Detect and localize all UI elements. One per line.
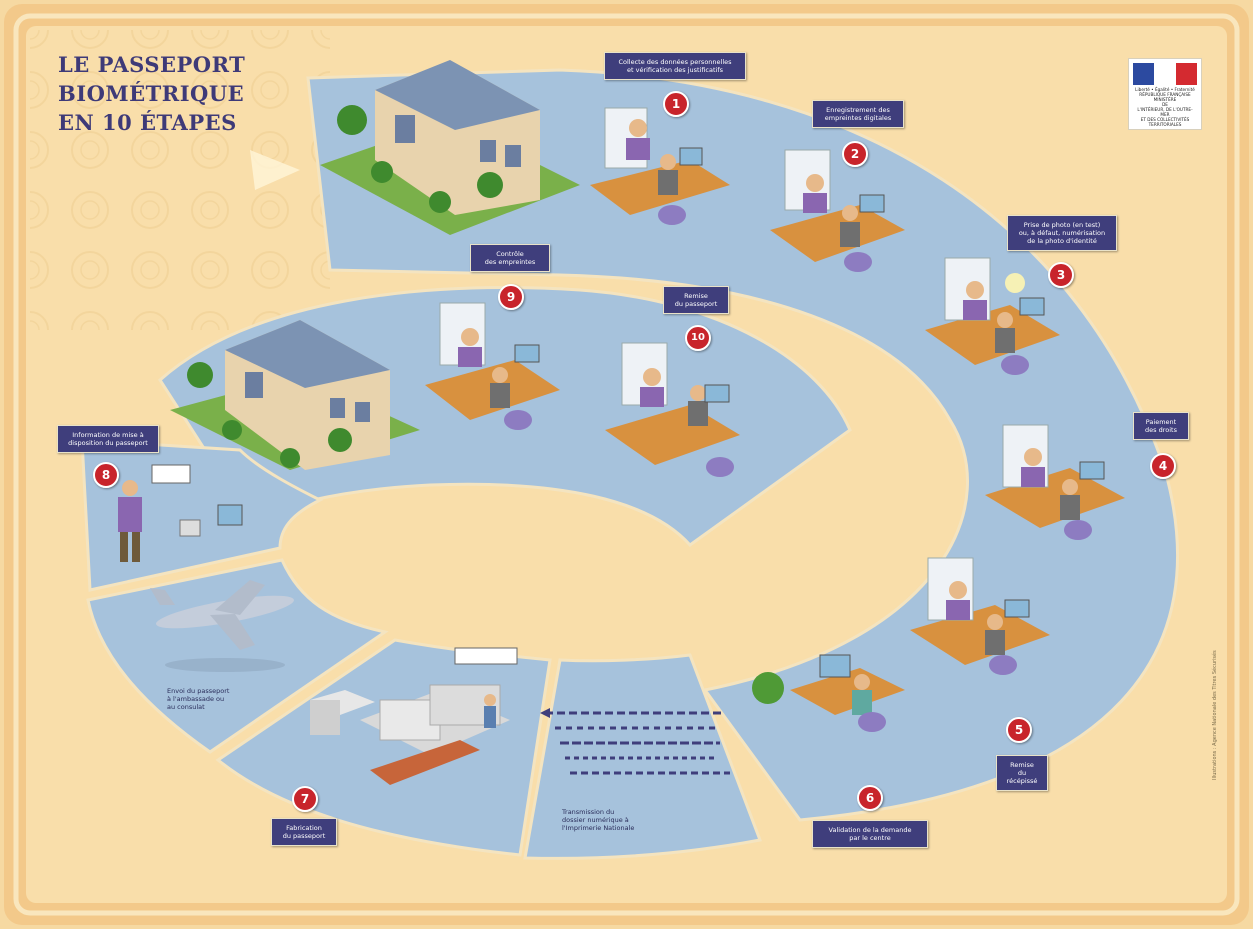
frame-border [13,13,1240,916]
segment-step-8 [80,438,324,592]
city-hall-illustration-top [320,60,580,235]
step-10-label: Remise du passeport [663,286,729,314]
step-8-badge: 8 [93,462,119,488]
office-desk-step-6 [752,654,905,732]
ministry-logo-text: Liberté • Égalité • Fraternité RÉPUBLIQU… [1135,87,1195,127]
step-5-badge: 5 [1006,717,1032,743]
step-7-label: Fabrication du passeport [271,818,337,846]
step-9-badge: 9 [498,284,524,310]
french-flag-icon [1133,63,1198,85]
step-2-label: Enregistrement des empreintes digitales [812,100,904,128]
passport-factory-illustration [310,647,518,785]
title-line-2: BIOMÉTRIQUE [58,81,245,106]
step-1-badge: 1 [663,91,689,117]
step-10-badge: 10 [685,325,711,351]
step-9-label: Contrôle des empreintes [470,244,550,272]
title-line-3: EN 10 ÉTAPES [58,110,237,135]
data-transmission-illustration [540,708,730,775]
step-5-label: Remise du récépissé [996,755,1048,791]
citizen-notification-illustration [118,464,243,562]
office-desk-step-1 [590,107,730,225]
office-desk-step-9 [425,302,560,430]
step-4-label: Paiement des droits [1133,412,1189,440]
step-8-label: Information de mise à disposition du pas… [57,425,159,453]
office-desk-step-5 [910,557,1050,675]
step-6-label: Validation de la demande par le centre [812,820,928,848]
step-2-badge: 2 [842,141,868,167]
step-1-label: Collecte des données personnelles et vér… [604,52,746,80]
poster-title: LE PASSEPORT BIOMÉTRIQUE EN 10 ÉTAPES [58,50,245,137]
office-desk-step-3 [925,257,1060,375]
office-desk-step-2 [770,149,905,272]
title-line-1: LE PASSEPORT [58,52,246,77]
step-3-label: Prise de photo (en test) ou, à défaut, n… [1007,215,1117,251]
segment-envoi [86,558,389,754]
ministry-logo: Liberté • Égalité • Fraternité RÉPUBLIQU… [1128,58,1202,130]
segment-transmission [523,653,763,860]
step-7-badge: 7 [292,786,318,812]
credit-text: Illustrations : Agence Nationale des Tit… [1212,650,1218,780]
transmission-caption: Transmission du dossier numérique à l'Im… [562,808,635,832]
office-desk-step-4 [985,424,1125,540]
decorative-pattern [30,30,330,330]
airplane-illustration [150,580,294,672]
office-desk-step-10 [605,342,740,477]
step-6-badge: 6 [857,785,883,811]
envoi-caption: Envoi du passeport à l'ambassade ou au c… [167,687,230,711]
step-4-badge: 4 [1150,453,1176,479]
step-3-badge: 3 [1048,262,1074,288]
city-hall-illustration-bottom [170,320,420,470]
decorative-arrow [250,150,300,190]
